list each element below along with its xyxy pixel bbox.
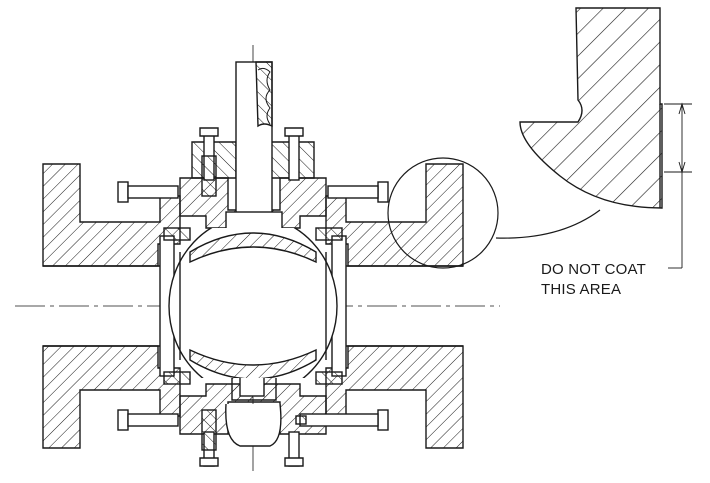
detail-circle — [387, 157, 499, 269]
flange-bolts-bottom — [117, 409, 389, 431]
detail-leader — [495, 209, 601, 239]
detail-section — [519, 7, 663, 209]
seat-rings — [159, 227, 347, 385]
callout-line-1: DO NOT COAT — [541, 261, 646, 278]
flange-bolts-top — [117, 181, 389, 203]
bottom-bolts — [199, 409, 304, 467]
coating-callout: DO NOT COAT THIS AREA — [541, 260, 646, 300]
detail-inset — [519, 7, 692, 269]
valve-ball — [168, 228, 338, 378]
callout-line-2: THIS AREA — [541, 281, 622, 298]
top-bolts — [199, 127, 304, 197]
stem-broken-section — [255, 61, 273, 128]
